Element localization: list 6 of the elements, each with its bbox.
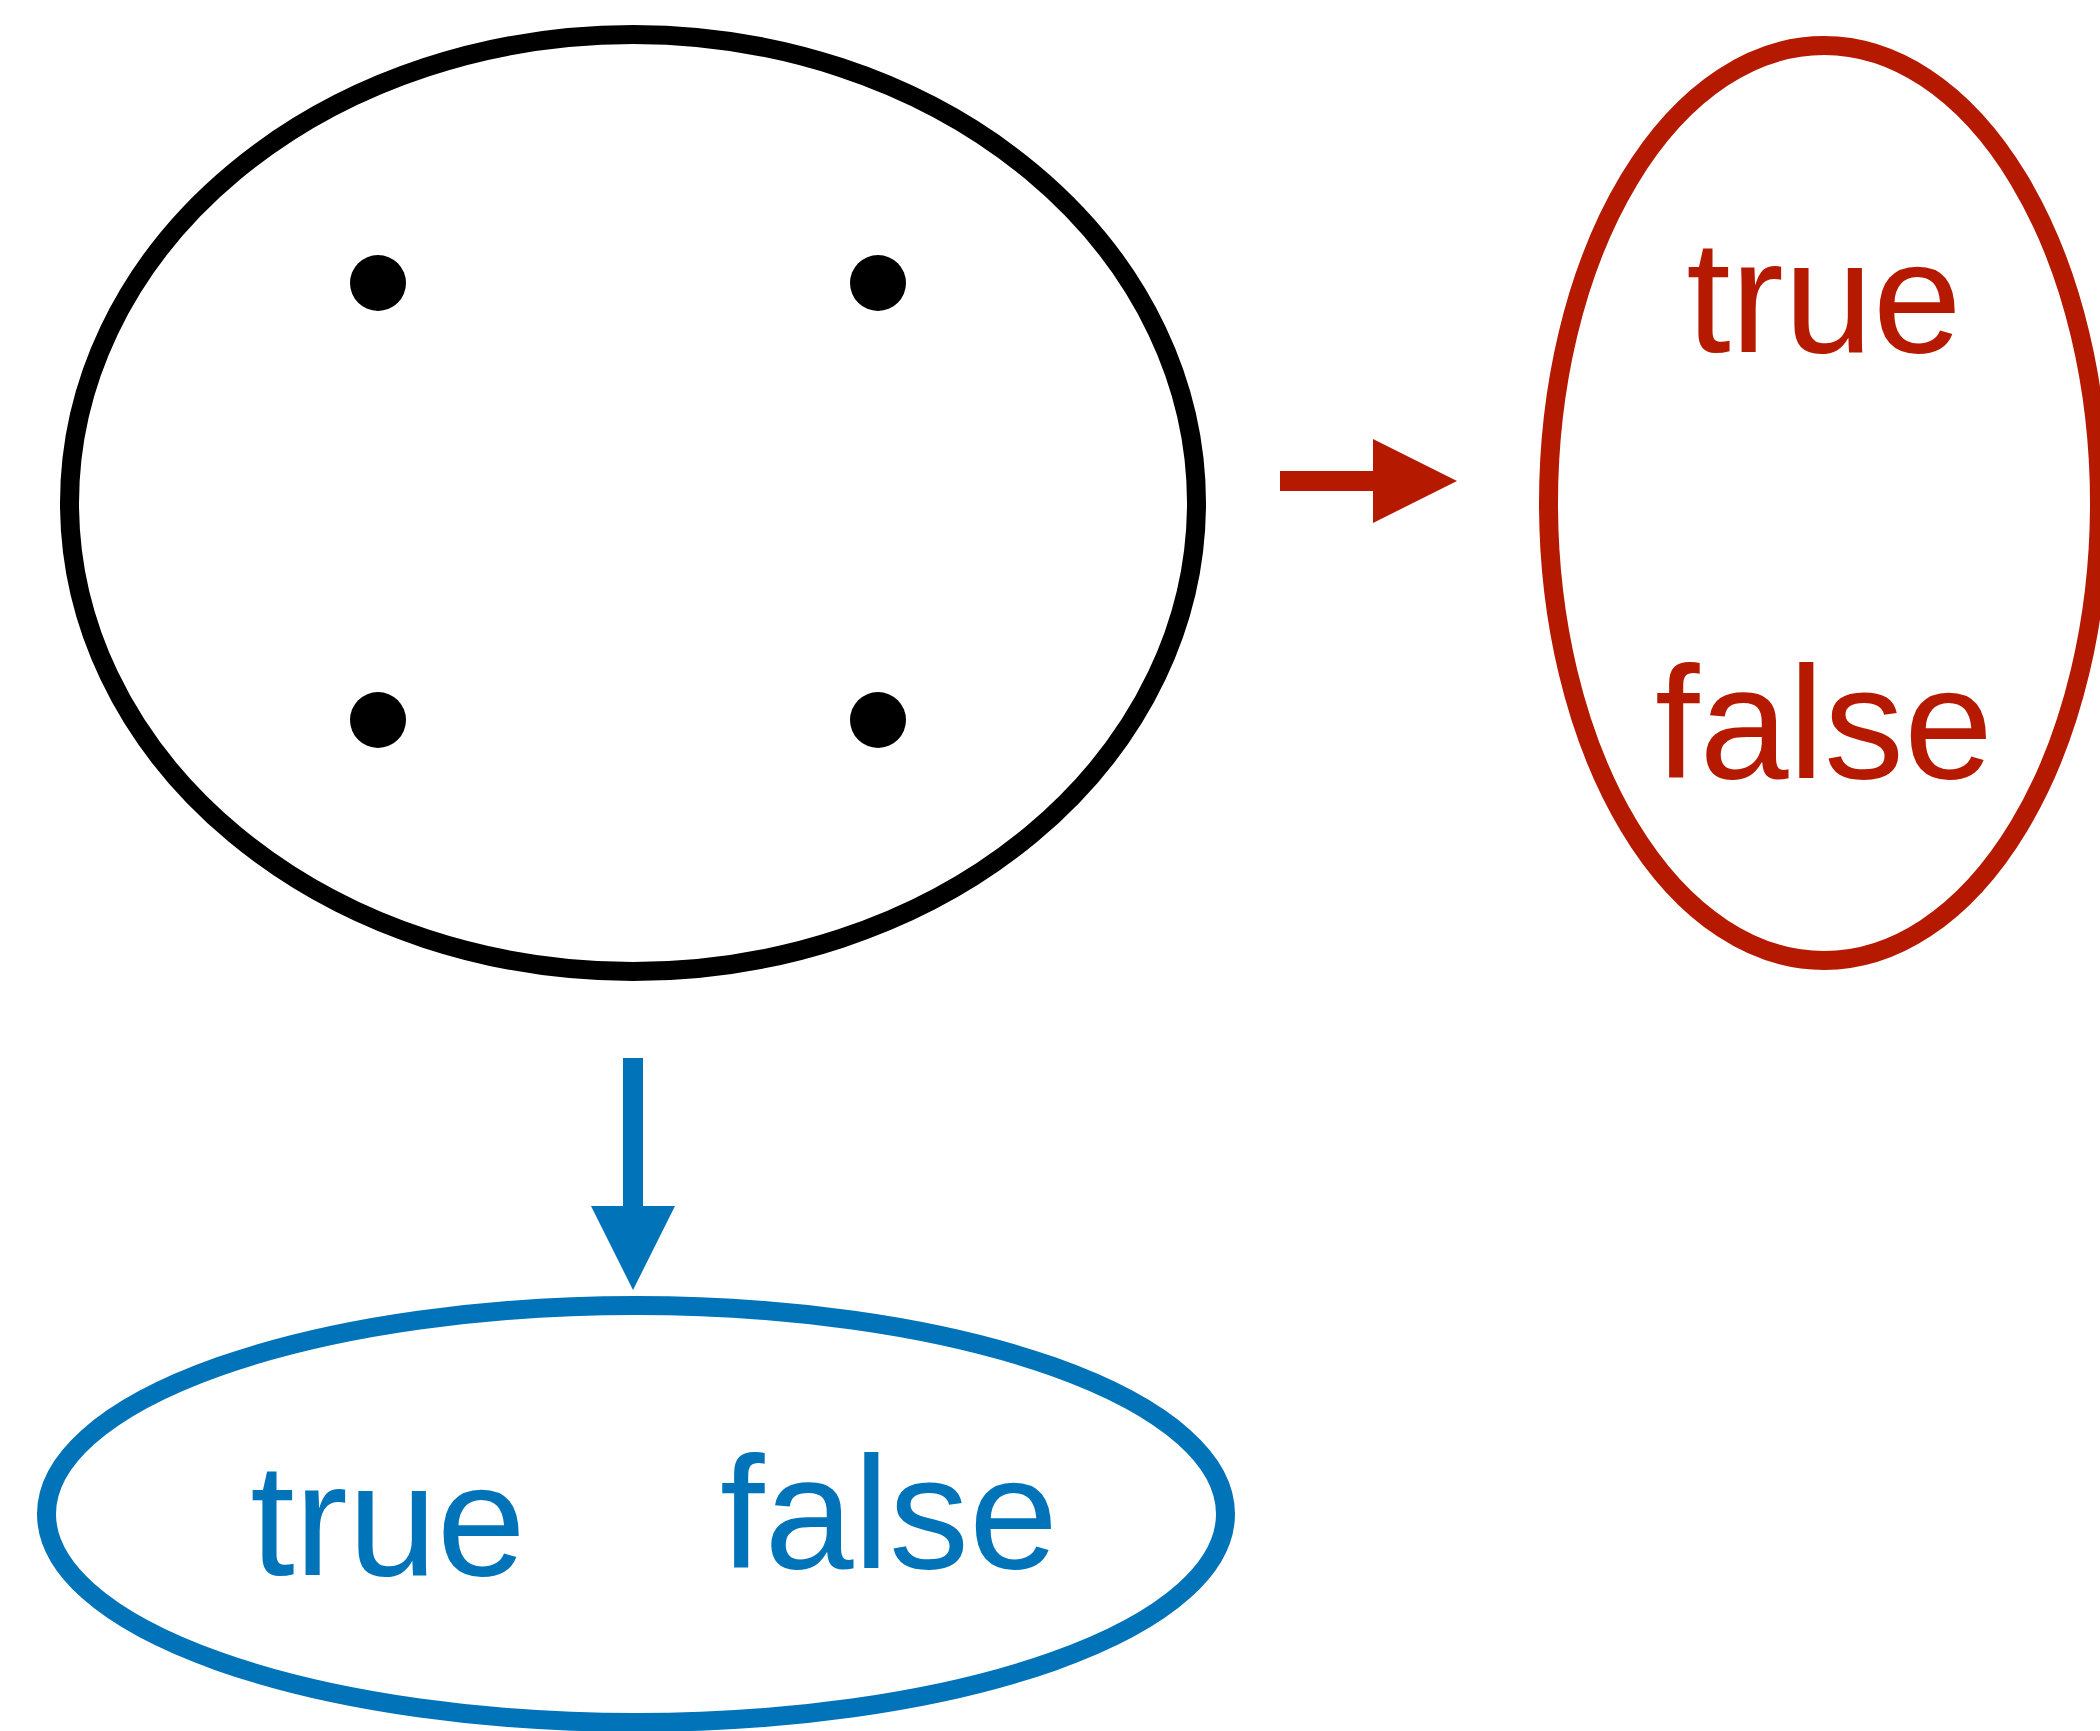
value-label: true xyxy=(250,1440,526,1600)
value-label: false xyxy=(720,1433,1058,1593)
value-label: true xyxy=(1686,217,1962,377)
arrow xyxy=(591,1058,675,1290)
arrow xyxy=(1280,439,1457,523)
value-label: false xyxy=(1655,643,1993,803)
